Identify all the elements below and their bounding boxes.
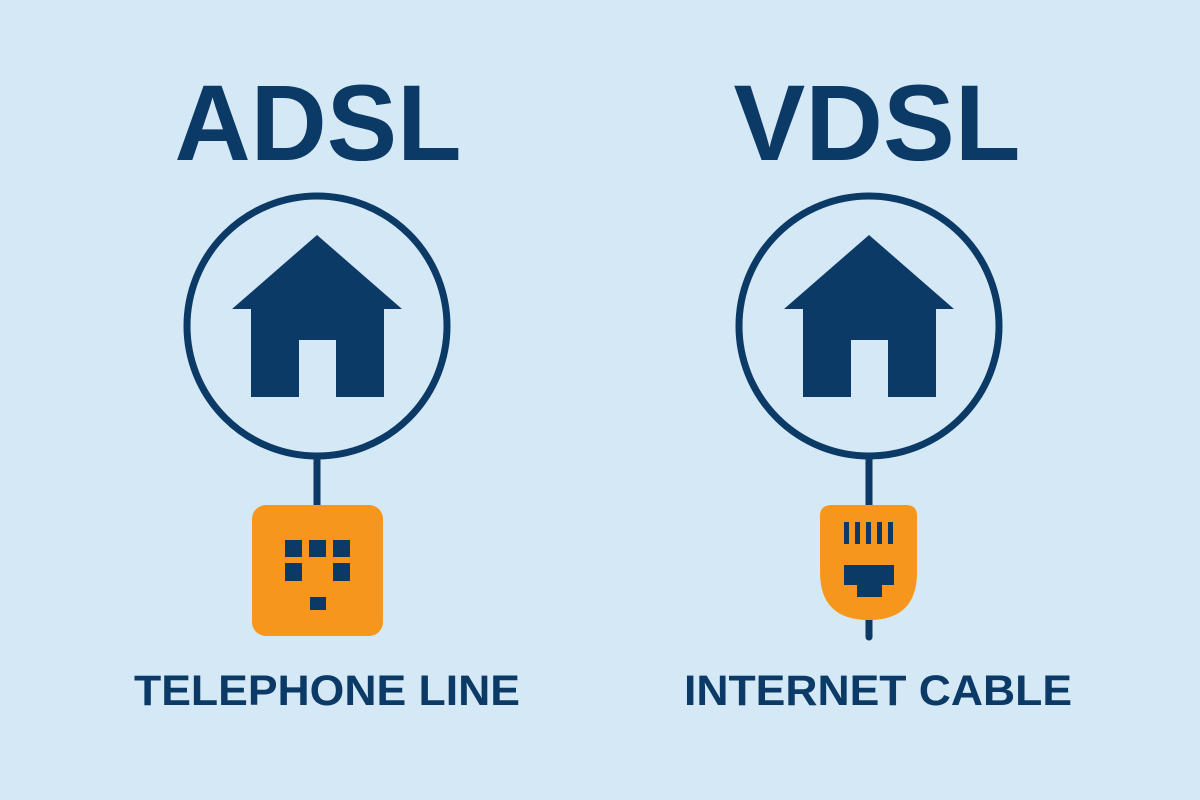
home-circle [735, 192, 1003, 460]
telephone-line-label: TELEPHONE LINE [134, 667, 520, 715]
telephone-jack-icon [252, 505, 383, 636]
vdsl-panel: VDSL INTERNET CABLE [684, 62, 1072, 715]
home-circle [183, 192, 451, 460]
house-icon [232, 235, 402, 397]
adsl-title: ADSL [175, 62, 462, 183]
internet-cable-label: INTERNET CABLE [684, 667, 1072, 715]
ethernet-plug-icon [820, 505, 917, 641]
house-icon [784, 235, 954, 397]
vdsl-title: VDSL [734, 62, 1021, 183]
adsl-panel: ADSL TELEPHONE LINE [134, 62, 520, 715]
